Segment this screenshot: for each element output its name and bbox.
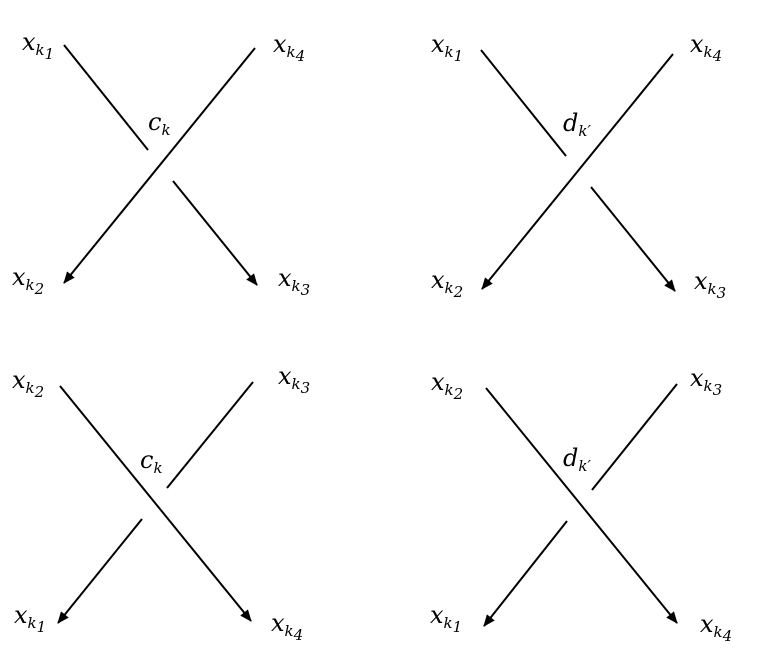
label-top-right: xk3 [690,364,722,399]
label-top-right: xk4 [690,30,722,65]
under-strand-lower [483,520,568,627]
over-strand [485,387,678,624]
label-bottom-left: xk1 [14,601,46,636]
label-bottom-left: xk2 [12,263,44,298]
label-top-left: xk1 [22,28,54,63]
label-bottom-left: xk2 [431,266,463,301]
label-bottom-right: xk3 [694,267,726,302]
under-strand-upper [480,49,567,157]
crossing-diagram-1: xk1 xk4 xk2 xk3 ck [12,28,310,299]
under-strand-lower [57,518,143,624]
under-strand-lower [172,180,258,286]
crossing-label: ck [148,108,171,139]
label-bottom-right: xk4 [700,610,732,645]
crossing-diagram-3: xk2 xk3 xk1 xk4 ck [12,362,310,644]
label-top-left: xk2 [12,366,44,401]
crossing-label: dk′ [563,444,591,475]
under-strand-upper [591,383,678,491]
crossing-diagram-2: xk1 xk4 xk2 xk3 dk′ [431,30,726,302]
under-strand-upper [63,44,149,151]
crossing-label: ck [140,446,163,477]
label-top-left: xk1 [431,30,463,65]
label-top-left: xk2 [431,368,463,403]
label-top-right: xk3 [278,362,310,397]
label-bottom-right: xk3 [278,264,310,299]
over-strand [59,385,252,622]
over-strand [481,53,674,290]
label-bottom-right: xk4 [271,609,303,644]
label-top-right: xk4 [273,30,305,65]
crossing-label: dk′ [563,109,591,140]
over-strand [63,47,256,284]
under-strand-upper [166,381,254,489]
crossing-diagram-4: xk2 xk3 xk1 xk4 dk′ [430,364,732,645]
under-strand-lower [590,186,676,292]
label-bottom-left: xk1 [430,601,462,636]
